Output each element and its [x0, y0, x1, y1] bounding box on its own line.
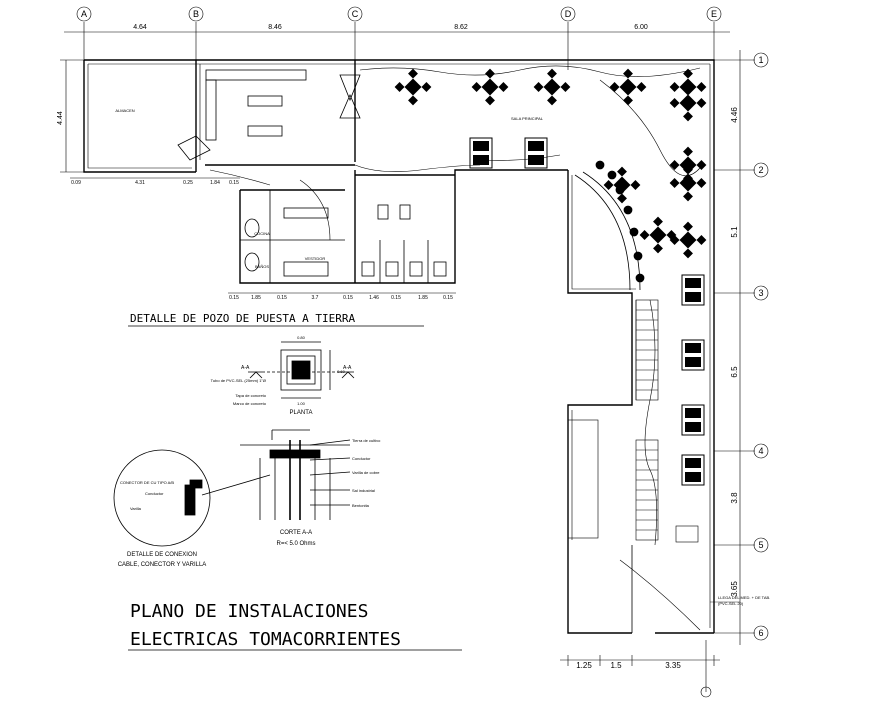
pozo-planta: [248, 341, 355, 399]
svg-text:Varilla: Varilla: [130, 506, 142, 511]
dim-right-4: 3.8: [730, 492, 739, 504]
grid-col-c: C: [352, 9, 359, 19]
grid-column-labels: A B C D E: [81, 9, 717, 19]
svg-text:CONECTOR DE CU TIPO A/B: CONECTOR DE CU TIPO A/B: [120, 480, 174, 485]
pozo-notes: Tubo de PVC-SEL (25mm) 1"Ø Tapa de concr…: [211, 378, 267, 406]
stairs: [567, 299, 699, 543]
detalle-conexion-sub: CABLE, CONECTOR Y VARILLA: [118, 562, 207, 568]
svg-text:Tubo de PVC-SEL (25mm) 1"Ø: Tubo de PVC-SEL (25mm) 1"Ø: [211, 378, 266, 383]
corte-label: CORTE A-A: [280, 530, 312, 536]
svg-text:Sal industrial: Sal industrial: [352, 488, 375, 493]
grid-row-5: 5: [758, 540, 763, 550]
detalle-conexion: [113, 449, 271, 547]
svg-text:0.15: 0.15: [343, 295, 353, 301]
bottom-dimension-labels: 1.25 1.5 3.35: [576, 661, 681, 670]
electrical-circuits: [209, 65, 701, 631]
grid-row-labels: 1 2 3 4 5 6: [758, 55, 763, 638]
right-dimensions: 4.46 5.1 6.5 3.8 3.65: [730, 107, 739, 597]
grid-col-b: B: [193, 9, 199, 19]
pozo-corte: [240, 429, 351, 520]
svg-text:Tapa de concreto: Tapa de concreto: [235, 393, 266, 398]
kitchen-fixtures: [177, 69, 361, 161]
dim-right-1: 4.46: [730, 107, 739, 123]
svg-text:0.09: 0.09: [71, 180, 81, 186]
svg-text:Conductor: Conductor: [352, 456, 371, 461]
svg-text:0.15: 0.15: [277, 295, 287, 301]
pozo-dims: 0.80 0.60 1.00: [297, 335, 346, 406]
svg-text:0.15: 0.15: [229, 180, 239, 186]
dim-right-3: 6.5: [730, 366, 739, 378]
svg-text:3.7: 3.7: [312, 295, 319, 301]
svg-text:(PVC-SEL 20): (PVC-SEL 20): [718, 601, 744, 606]
section-mark-right: A-A: [343, 365, 352, 371]
plan-title-line2: ELECTRICAS TOMACORRIENTES: [130, 629, 401, 650]
svg-text:4.31: 4.31: [135, 180, 145, 186]
svg-text:0.15: 0.15: [443, 295, 453, 301]
grid-row-6: 6: [758, 628, 763, 638]
bottom-dimensions: [560, 640, 720, 698]
grid-col-d: D: [565, 9, 572, 19]
svg-text:0.80: 0.80: [297, 335, 306, 340]
dim-top-4: 6.00: [634, 24, 648, 31]
bar-counter: [574, 160, 645, 291]
svg-text:0.25: 0.25: [183, 180, 193, 186]
detail-pozo-title: DETALLE DE POZO DE PUESTA A TIERRA: [130, 312, 356, 325]
booths: [469, 137, 705, 486]
planta-label: PLANTA: [290, 410, 313, 416]
section-mark-left: A-A: [241, 365, 250, 371]
svg-text:1.85: 1.85: [418, 295, 428, 301]
room-labels: ALMACEN SALA PRINCIPAL COCINA BAÑOS VEST…: [115, 108, 543, 269]
svg-text:0.15: 0.15: [391, 295, 401, 301]
conexion-notes: CONECTOR DE CU TIPO A/B Conductor Varill…: [120, 480, 174, 511]
svg-text:0.60: 0.60: [337, 369, 346, 374]
svg-text:Conductor: Conductor: [145, 491, 164, 496]
ohms-label: R=< 5.0 Ohms: [276, 541, 315, 547]
svg-text:1.46: 1.46: [369, 295, 379, 301]
grid-row-2: 2: [758, 165, 763, 175]
row-dims-top: 0.09 4.31 0.25 1.84 0.15: [71, 180, 239, 186]
grid-row-3: 3: [758, 288, 763, 298]
svg-text:1.00: 1.00: [297, 401, 306, 406]
svg-text:LLEGA DEL MED. + DE TAB.: LLEGA DEL MED. + DE TAB.: [718, 595, 770, 600]
bath-fixtures: [244, 204, 447, 283]
dim-top-2: 8.46: [268, 24, 282, 31]
dim-right-2: 5.1: [730, 226, 739, 238]
dim-top-1: 4.64: [133, 24, 147, 31]
grid-rows: [714, 50, 769, 645]
room-cocina: COCINA: [254, 231, 270, 236]
grid-col-e: E: [711, 9, 717, 19]
plan-title-line1: PLANO DE INSTALACIONES: [130, 601, 368, 622]
dining-tables: [394, 68, 707, 259]
svg-text:1.5: 1.5: [610, 661, 622, 670]
room-banos: BAÑOS: [255, 264, 269, 269]
svg-text:Marco de concreto: Marco de concreto: [233, 401, 267, 406]
grid-columns: [64, 6, 730, 70]
top-dimensions: 4.64 8.46 8.62 6.00: [133, 24, 648, 31]
detalle-conexion-title: DETALLE DE CONEXION: [127, 552, 197, 558]
row-dims-bottom: 0.15 1.85 0.15 3.7 0.15 1.46 0.15 1.85 0…: [229, 295, 453, 301]
grid-row-1: 1: [758, 55, 763, 65]
left-dimension: [60, 59, 84, 173]
room-almacen: ALMACEN: [115, 108, 134, 113]
svg-text:1.84: 1.84: [210, 180, 220, 186]
svg-text:Tierra de cultivo: Tierra de cultivo: [352, 438, 381, 443]
svg-text:Varilla de cobre: Varilla de cobre: [352, 470, 380, 475]
dim-left: 4.44: [57, 111, 64, 125]
grid-row-4: 4: [758, 446, 763, 456]
svg-text:1.25: 1.25: [576, 661, 592, 670]
svg-text:Bentonita: Bentonita: [352, 503, 370, 508]
corte-notes: Tierra de cultivo Conductor Varilla de c…: [352, 438, 381, 508]
tablero-note: LLEGA DEL MED. + DE TAB. (PVC-SEL 20): [718, 595, 770, 606]
dim-right-5: 3.65: [730, 581, 739, 597]
svg-text:0.15: 0.15: [229, 295, 239, 301]
svg-text:1.85: 1.85: [251, 295, 261, 301]
room-vestidor: VESTIDOR: [305, 256, 326, 261]
walls: [83, 59, 715, 634]
dim-top-3: 8.62: [454, 24, 468, 31]
room-sala: SALA PRINCIPAL: [511, 116, 544, 121]
grid-col-a: A: [81, 9, 87, 19]
svg-text:3.35: 3.35: [665, 661, 681, 670]
